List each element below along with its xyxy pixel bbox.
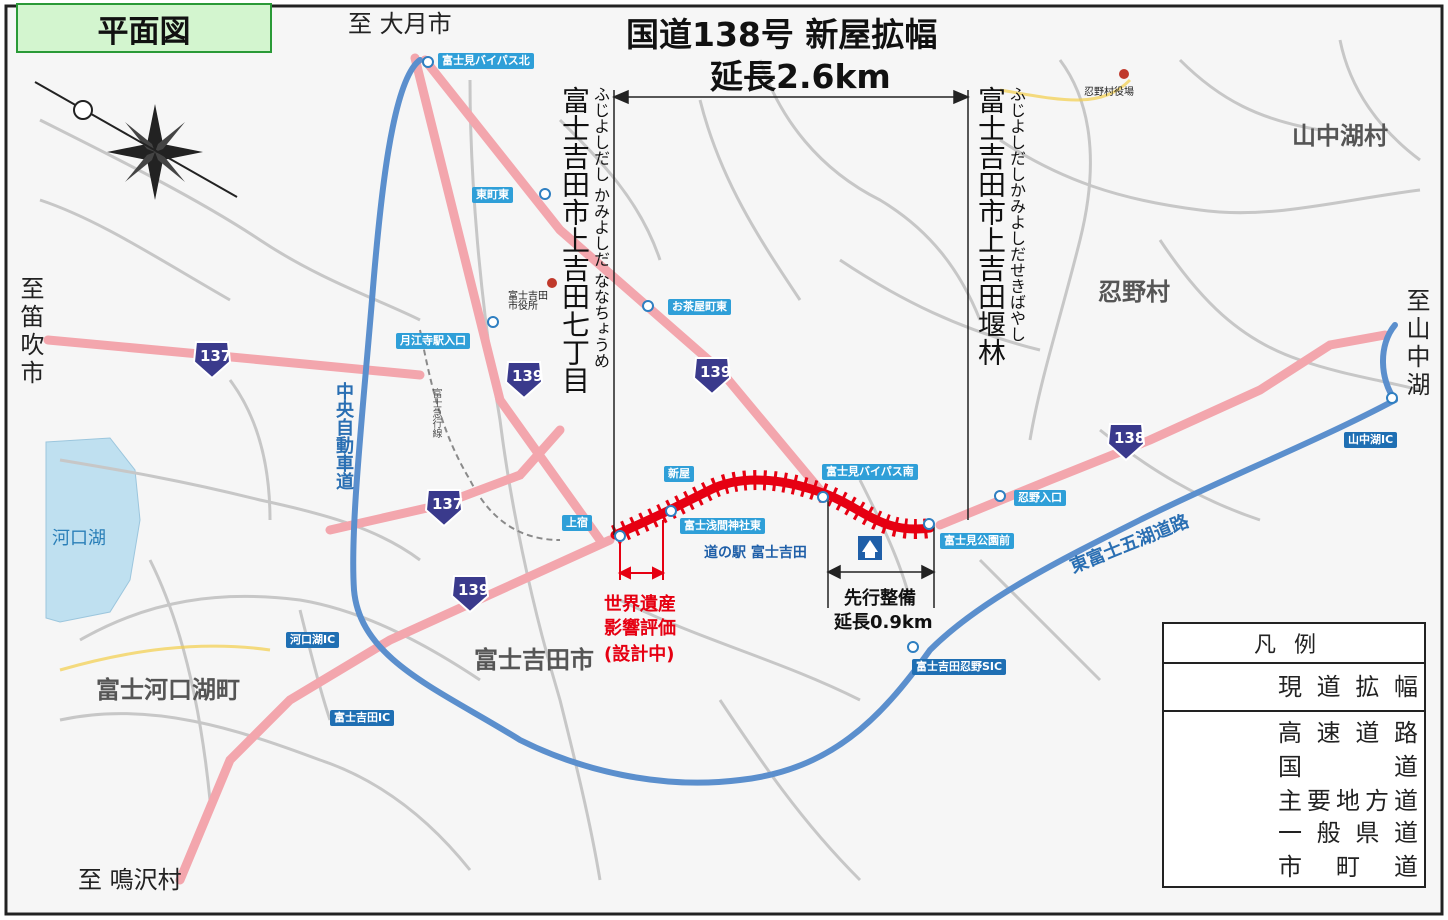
legend-title: 凡例 [1164,624,1424,664]
route-shields [192,341,1146,614]
legend-item-prefectural-road: 一般県道 [1278,819,1418,847]
heritage-note-line1: 世界遺産 [604,594,676,615]
interchange-kawaguchiko: 河口湖IC [286,632,340,649]
heritage-note-line2: 影響評価 [604,618,676,639]
legend-item-expressway: 高速道路 [1278,719,1418,747]
municipality-oshino: 忍野村 [1098,278,1170,306]
municipality-yamanakako: 山中湖村 [1292,122,1388,150]
map-legend: 凡例 現道拡幅 高速道路 国道 主要地方道 一般県道 市町道 [1162,622,1426,888]
route-139-shield: 139 [512,367,544,385]
route-138-shield: 138 [1114,429,1146,447]
heritage-note-line3: (設計中) [604,644,675,665]
advance-section-title: 先行整備 [844,588,916,609]
prefectural-roads [59,78,1132,672]
advance-section-length: 延長0.9km [834,612,933,633]
heritage-extent-markers [617,520,666,580]
extent-markers [612,89,970,608]
end-point-reading: ふじよしだしかみよしだせきばやし [1007,86,1026,342]
intersection-fujimi-bypass-north: 富士見バイパス北 [438,53,534,70]
office-marker-icon [547,278,557,288]
interchange-markers [422,56,1398,653]
legend-divider [1164,710,1424,712]
municipal-roads [39,39,1421,882]
railway-label: 富士急行線 [430,388,441,438]
start-point-name: 富士吉田市上吉田七丁目 [558,86,591,394]
intersection-gekkoji-station: 月江寺駅入口 [396,333,470,350]
interchange-fujiyoshida-oshino-sic: 富士吉田忍野SIC [912,659,1007,676]
route-137-shield: 137 [200,347,232,365]
legend-item-municipal-road: 市町道 [1278,853,1418,881]
city-office-label: 富士吉田市役所 [508,291,548,312]
railway-line [419,329,561,541]
project-title: 国道138号 新屋拡幅 [626,15,938,54]
compass-rose-icon [34,81,238,200]
direction-narusawa: 至 鳴沢村 [78,866,182,894]
direction-fuefuki: 至笛吹市 [16,276,44,388]
chuo-expressway-label: 中央自動車道 [333,382,354,490]
office-marker-icon [1119,69,1129,79]
route-139-shield: 139 [700,363,732,381]
intersection-kamijuku: 上宿 [562,515,592,532]
lake-label: 河口湖 [52,528,106,549]
route-137-shield: 137 [432,495,464,513]
lake-kawaguchiko [45,437,141,623]
michi-no-eki-label: 道の駅 富士吉田 [704,545,807,561]
legend-item-national-road: 国道 [1278,753,1418,781]
municipality-fujiyoshida: 富士吉田市 [474,646,594,674]
intersection-fujimi-bypass-south: 富士見バイパス南 [822,464,918,481]
intersection-sengen-shrine-east: 富士浅間神社東 [680,518,765,535]
municipality-fujikawaguchiko: 富士河口湖町 [96,676,240,704]
intersection-araya: 新屋 [664,466,694,483]
interchange-fujiyoshida: 富士吉田IC [330,710,395,727]
legend-item-major-local-road: 主要地方道 [1278,787,1418,815]
end-point-name: 富士吉田市上吉田堰林 [974,86,1007,366]
project-length: 延長2.6km [710,57,891,96]
direction-yamanakako: 至山中湖 [1402,288,1430,400]
intersection-oshino-entrance: 忍野入口 [1014,490,1066,507]
start-point-reading: ふじよしだし かみよしだ ななちょうめ [591,86,610,369]
plan-view-label: 平面図 [16,3,272,53]
interchange-yamanakako: 山中湖IC [1344,432,1398,449]
direction-otsuki: 至 大月市 [348,10,452,38]
route-139-shield: 139 [458,581,490,599]
legend-item-widening: 現道拡幅 [1278,673,1418,701]
national-roads [43,53,1390,885]
intersection-higashimachi-east: 東町東 [472,187,513,204]
intersection-fujimi-park: 富士見公園前 [940,533,1014,550]
oshino-office-label: 忍野村役場 [1084,87,1134,98]
intersection-ochayamachi-east: お茶屋町東 [668,299,731,316]
michi-no-eki-icon [858,536,882,560]
